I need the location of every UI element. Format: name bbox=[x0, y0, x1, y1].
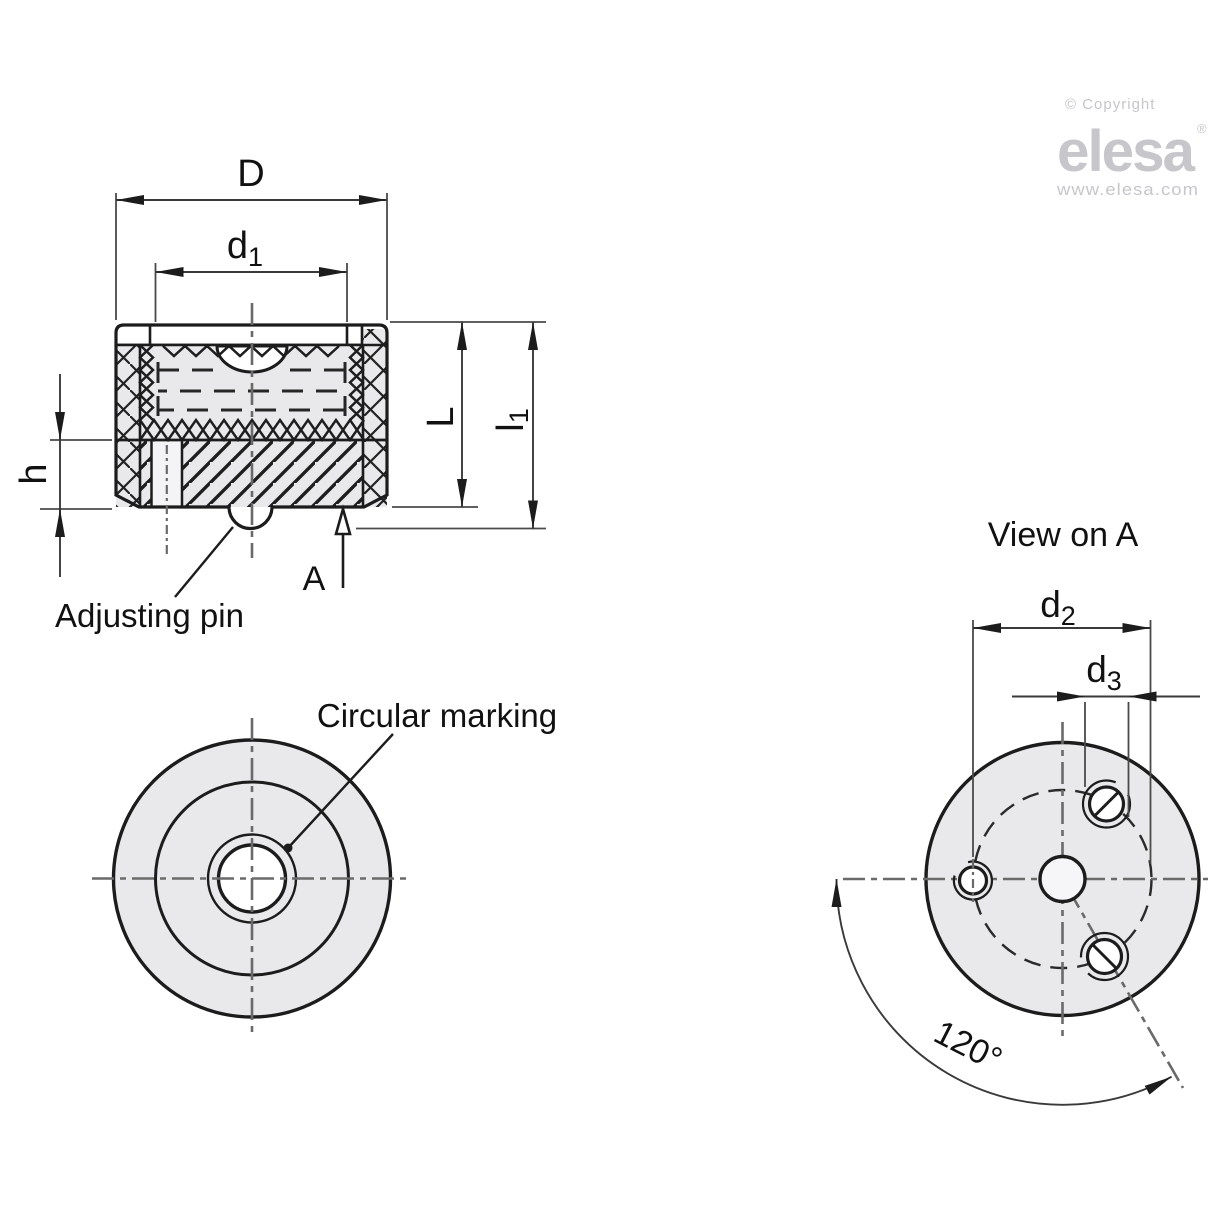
view-arrow-A: A bbox=[303, 504, 352, 598]
circular-marking-callout: Circular marking bbox=[283, 697, 557, 853]
dim-h-label: h bbox=[13, 463, 55, 484]
dim-d2: d2 bbox=[972, 584, 1152, 864]
center-hole bbox=[1038, 854, 1087, 904]
screw-slot bbox=[1093, 790, 1120, 818]
dim-d3-label: d3 bbox=[1086, 649, 1122, 696]
dim-d2-label: d2 bbox=[1040, 584, 1076, 631]
dim-L: L bbox=[356, 321, 546, 530]
dim-l1: l1 bbox=[490, 322, 538, 529]
view-on-a-title: View on A bbox=[988, 516, 1139, 554]
dim-d3: d3 bbox=[1012, 649, 1200, 817]
front-centerlines bbox=[92, 718, 412, 1038]
dim-D-label: D bbox=[237, 153, 264, 195]
circular-marking-label: Circular marking bbox=[317, 697, 557, 734]
leader-dot bbox=[283, 843, 293, 853]
front-view: Circular marking bbox=[92, 697, 557, 1038]
dim-d1-label: d1 bbox=[227, 225, 263, 272]
view-arrow-label: A bbox=[303, 560, 326, 598]
section-view: D d1 L l1 h A bbox=[13, 153, 546, 634]
dim-L-label: L bbox=[420, 406, 462, 427]
screw-hole-upper-right bbox=[1081, 779, 1132, 829]
knurled-wall-right bbox=[362, 329, 387, 507]
knurled-wall-left bbox=[116, 345, 140, 507]
registered-mark-icon: ® bbox=[1197, 121, 1207, 136]
copyright-text: © Copyright bbox=[1065, 96, 1155, 113]
adjusting-pin-tip bbox=[227, 506, 274, 531]
view-on-a: View on A d2 bbox=[831, 516, 1208, 1106]
website-text: www.elesa.com bbox=[1056, 180, 1199, 199]
dim-d1: d1 bbox=[154, 225, 348, 322]
dim-l1-label: l1 bbox=[490, 408, 534, 431]
adjusting-pin-callout: Adjusting pin bbox=[55, 526, 244, 634]
adjusting-pin-label: Adjusting pin bbox=[55, 597, 244, 634]
dim-h: h bbox=[13, 374, 112, 577]
dim-D: D bbox=[115, 153, 388, 320]
brand-block: © Copyright elesa ® www.elesa.com bbox=[1056, 96, 1207, 199]
elesa-logo: elesa bbox=[1057, 119, 1196, 184]
